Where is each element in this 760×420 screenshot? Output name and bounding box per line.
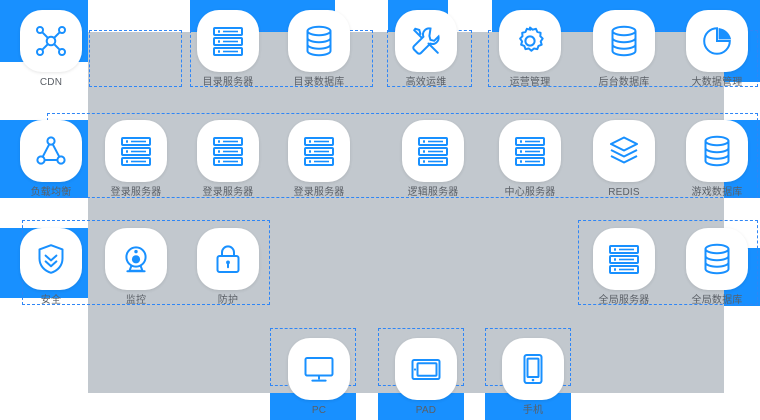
node-label: PAD <box>415 405 437 416</box>
load-balancer-icon[interactable] <box>20 120 82 182</box>
node-label: 手机 <box>522 405 544 416</box>
database-cylinder-icon[interactable] <box>686 120 748 182</box>
node-label: 登录服务器 <box>202 187 254 198</box>
node-label: REDIS <box>608 187 640 198</box>
node-cdn-network[interactable]: CDN <box>13 10 89 89</box>
server-rack-icon[interactable] <box>197 120 259 182</box>
node-pie-chart[interactable]: 大数据管理 <box>679 10 755 89</box>
node-label: 全局数据库 <box>691 295 743 306</box>
node-shield[interactable]: 安全 <box>13 228 89 307</box>
group-directory <box>190 30 373 87</box>
node-server-rack[interactable]: 登录服务器 <box>281 120 357 199</box>
group-global <box>578 220 758 305</box>
node-label: 目录数据库 <box>293 77 345 88</box>
server-rack-icon[interactable] <box>499 120 561 182</box>
node-stacked-layers[interactable]: REDIS <box>586 120 662 199</box>
database-cylinder-icon[interactable] <box>593 10 655 72</box>
node-tablet[interactable]: PAD <box>388 338 464 417</box>
node-label: 目录服务器 <box>202 77 254 88</box>
node-server-rack[interactable]: 登录服务器 <box>98 120 174 199</box>
node-label: 负载均衡 <box>30 187 72 198</box>
server-rack-icon[interactable] <box>402 120 464 182</box>
node-label: 后台数据库 <box>598 77 650 88</box>
node-database-cylinder[interactable]: 后台数据库 <box>586 10 662 89</box>
node-label: 运营管理 <box>509 77 551 88</box>
server-rack-icon[interactable] <box>593 228 655 290</box>
node-label: 防护 <box>217 295 239 306</box>
gray-panel <box>88 32 724 393</box>
gear-settings-icon[interactable] <box>499 10 561 72</box>
node-server-rack[interactable]: 逻辑服务器 <box>395 120 471 199</box>
server-rack-icon[interactable] <box>288 120 350 182</box>
server-rack-icon[interactable] <box>197 10 259 72</box>
pie-chart-icon[interactable] <box>686 10 748 72</box>
group-cdn <box>89 30 182 87</box>
node-mobile-phone[interactable]: 手机 <box>495 338 571 417</box>
node-load-balancer[interactable]: 负载均衡 <box>13 120 89 199</box>
mobile-phone-icon[interactable] <box>502 338 564 400</box>
node-label: 监控 <box>125 295 147 306</box>
node-database-cylinder[interactable]: 全局数据库 <box>679 228 755 307</box>
node-label: 全局服务器 <box>598 295 650 306</box>
node-label: 中心服务器 <box>504 187 556 198</box>
node-label: 逻辑服务器 <box>407 187 459 198</box>
shield-icon[interactable] <box>20 228 82 290</box>
node-database-cylinder[interactable]: 游戏数据库 <box>679 120 755 199</box>
node-label: 大数据管理 <box>691 77 743 88</box>
node-label: PC <box>311 405 327 416</box>
node-padlock[interactable]: 防护 <box>190 228 266 307</box>
node-label: CDN <box>39 77 63 88</box>
padlock-icon[interactable] <box>197 228 259 290</box>
node-label: 安全 <box>40 295 62 306</box>
tablet-icon[interactable] <box>395 338 457 400</box>
database-cylinder-icon[interactable] <box>686 228 748 290</box>
cdn-network-icon[interactable] <box>20 10 82 72</box>
desktop-monitor-icon[interactable] <box>288 338 350 400</box>
node-server-rack[interactable]: 目录服务器 <box>190 10 266 89</box>
stacked-layers-icon[interactable] <box>593 120 655 182</box>
camera-monitor-icon[interactable] <box>105 228 167 290</box>
node-server-rack[interactable]: 中心服务器 <box>492 120 568 199</box>
database-cylinder-icon[interactable] <box>288 10 350 72</box>
node-label: 高效运维 <box>405 77 447 88</box>
server-rack-icon[interactable] <box>105 120 167 182</box>
node-label: 登录服务器 <box>293 187 345 198</box>
node-desktop-monitor[interactable]: PC <box>281 338 357 417</box>
node-server-rack[interactable]: 全局服务器 <box>586 228 662 307</box>
node-server-rack[interactable]: 登录服务器 <box>190 120 266 199</box>
node-camera-monitor[interactable]: 监控 <box>98 228 174 307</box>
node-label: 游戏数据库 <box>691 187 743 198</box>
node-tools-wrench[interactable]: 高效运维 <box>388 10 464 89</box>
node-label: 登录服务器 <box>110 187 162 198</box>
node-database-cylinder[interactable]: 目录数据库 <box>281 10 357 89</box>
tools-wrench-icon[interactable] <box>395 10 457 72</box>
node-gear-settings[interactable]: 运营管理 <box>492 10 568 89</box>
